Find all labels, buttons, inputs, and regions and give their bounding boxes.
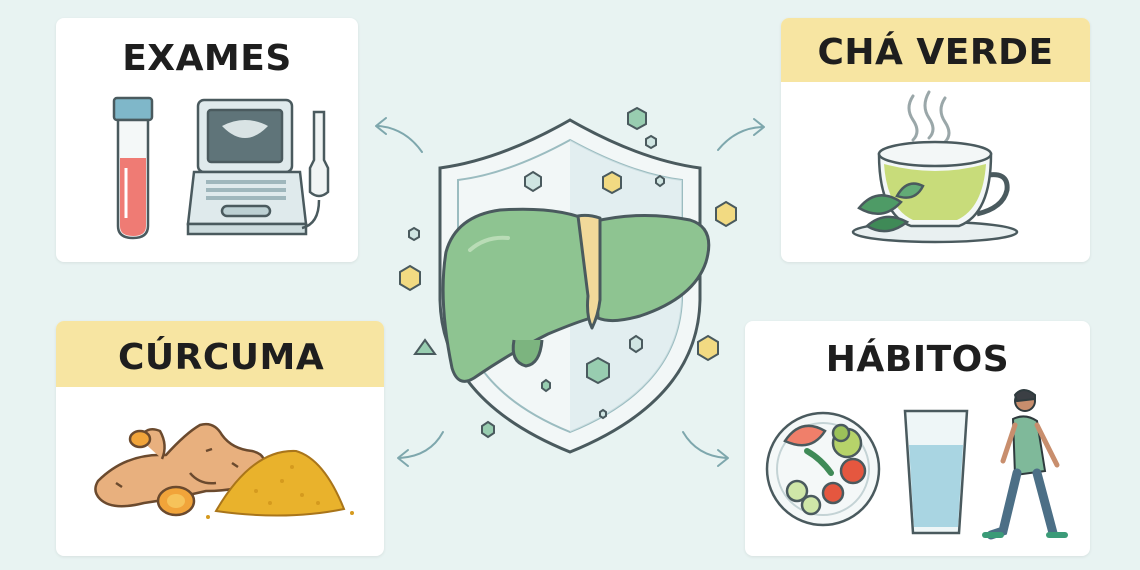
green-tea-cup-icon <box>851 90 1019 244</box>
walking-person-icon <box>982 389 1068 540</box>
card-title-curcuma: CÚRCUMA <box>118 337 325 378</box>
card-cha-verde: CHÁ VERDE <box>781 18 1090 262</box>
turmeric-powder-icon <box>206 449 354 519</box>
arrow-to-exames <box>375 117 423 153</box>
liver-icon <box>441 207 711 383</box>
card-title-exames: EXAMES <box>122 38 292 79</box>
card-habitos: HÁBITOS <box>745 321 1090 556</box>
highlight-band <box>781 18 1090 82</box>
test-tube-icon <box>112 96 154 240</box>
ultrasound-machine-icon <box>186 98 330 236</box>
steam-icon <box>907 90 951 144</box>
arrow-to-curcuma <box>397 431 444 467</box>
turmeric-root-powder-icon <box>94 422 354 519</box>
antioxidant-particles <box>399 106 737 439</box>
lab-test-ultrasound-icon <box>112 96 330 240</box>
salad-plate-icon <box>765 411 881 527</box>
tea-cup-icon <box>851 140 1019 244</box>
water-glass-icon <box>903 409 969 535</box>
arrow-to-cha-verde <box>717 118 765 151</box>
highlight-band <box>56 321 384 387</box>
turmeric-root-icon <box>94 422 266 517</box>
card-curcuma: CÚRCUMA <box>56 321 384 556</box>
card-title-cha-verde: CHÁ VERDE <box>817 32 1054 73</box>
card-title-habitos: HÁBITOS <box>825 339 1010 380</box>
arrow-to-habitos <box>682 431 729 467</box>
healthy-habits-icon <box>765 389 1068 540</box>
card-exames: EXAMES <box>56 18 358 262</box>
